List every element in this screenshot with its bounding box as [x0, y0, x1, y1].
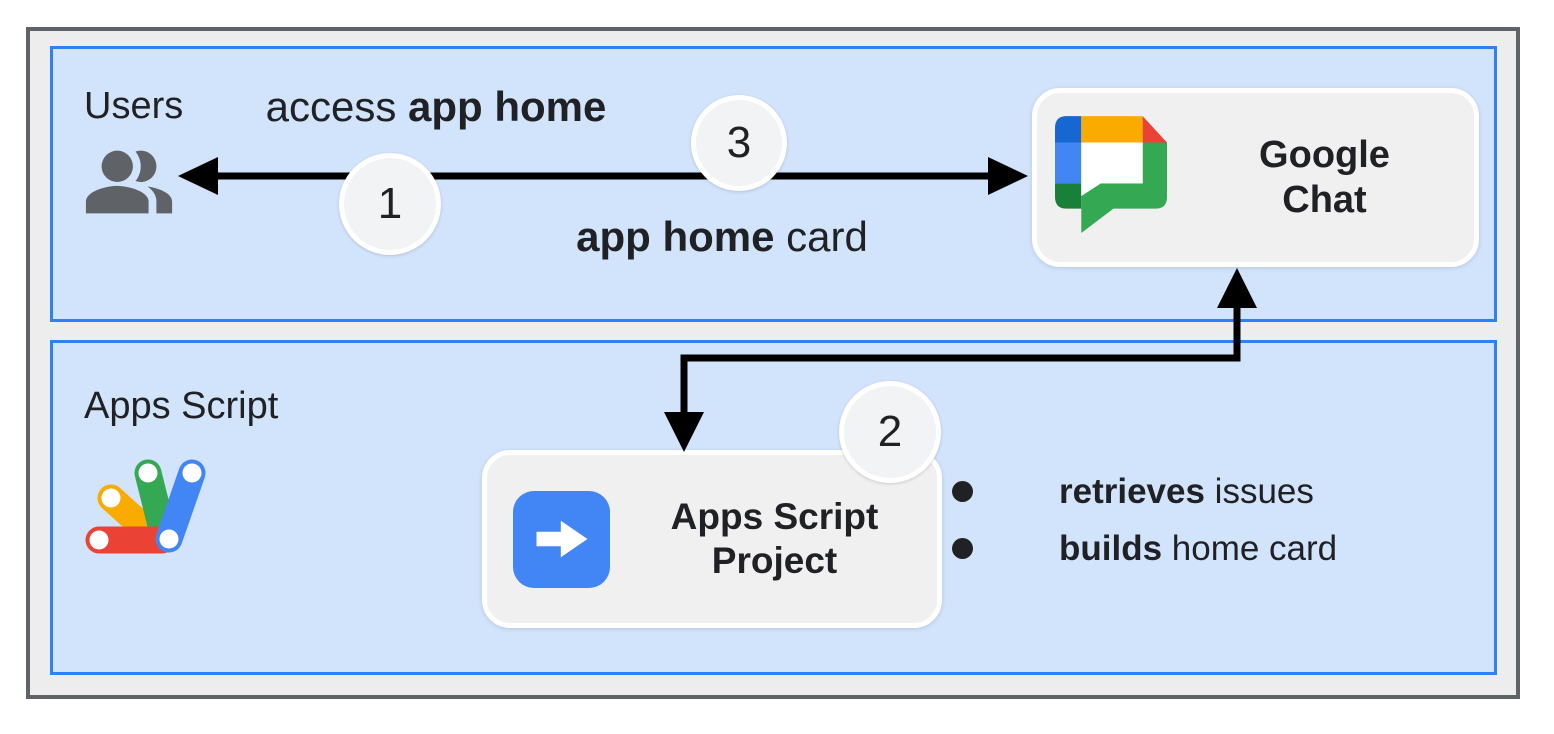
apps-script-project-title-line1: Apps Script [670, 496, 879, 538]
request-edge-label-bold: app home [408, 83, 607, 130]
task-2-normal: home card [1162, 529, 1338, 568]
step-badge-2: 2 [839, 381, 941, 483]
bullet-icon [952, 481, 973, 502]
apps-script-logo [85, 459, 206, 554]
task-1-normal: issues [1204, 472, 1314, 511]
arrow-right-icon [513, 490, 610, 588]
task-2-bold: builds [1059, 529, 1163, 568]
task-1-bold: retrieves [1059, 472, 1205, 511]
step-badge-3: 3 [691, 95, 787, 191]
response-edge-label-bold: app home [576, 213, 775, 260]
step-2-number: 2 [877, 407, 903, 456]
request-edge-label: access app home [206, 83, 666, 130]
task-text: retrieves issues [1059, 474, 1314, 509]
step-3-number: 3 [726, 118, 752, 167]
google-chat-logo [1055, 115, 1167, 233]
apps-script-project-title-line2: Project [711, 540, 838, 581]
google-chat-title-line1: Google [1259, 133, 1390, 176]
step-badge-1: 1 [339, 153, 441, 255]
response-edge-label-normal: card [774, 213, 868, 260]
apps-script-panel-label: Apps Script [84, 385, 279, 427]
step-1-number: 1 [377, 179, 403, 228]
task-row: builds home card [952, 520, 1337, 577]
apps-script-project-title: Apps Script Project [638, 495, 911, 582]
bullet-icon [952, 538, 973, 559]
apps-script-project-node: Apps Script Project [482, 450, 942, 628]
request-edge-label-normal: access [265, 83, 409, 130]
google-chat-node: Google Chat [1032, 88, 1479, 267]
google-chat-title: Google Chat [1193, 133, 1456, 223]
task-list: retrieves issues builds home card [952, 463, 1337, 577]
people-icon [85, 150, 173, 214]
users-panel-label: Users [84, 85, 184, 127]
task-text: builds home card [1059, 531, 1337, 566]
google-chat-title-line2: Chat [1282, 178, 1367, 221]
response-edge-label: app home card [492, 213, 952, 260]
task-row: retrieves issues [952, 463, 1337, 520]
